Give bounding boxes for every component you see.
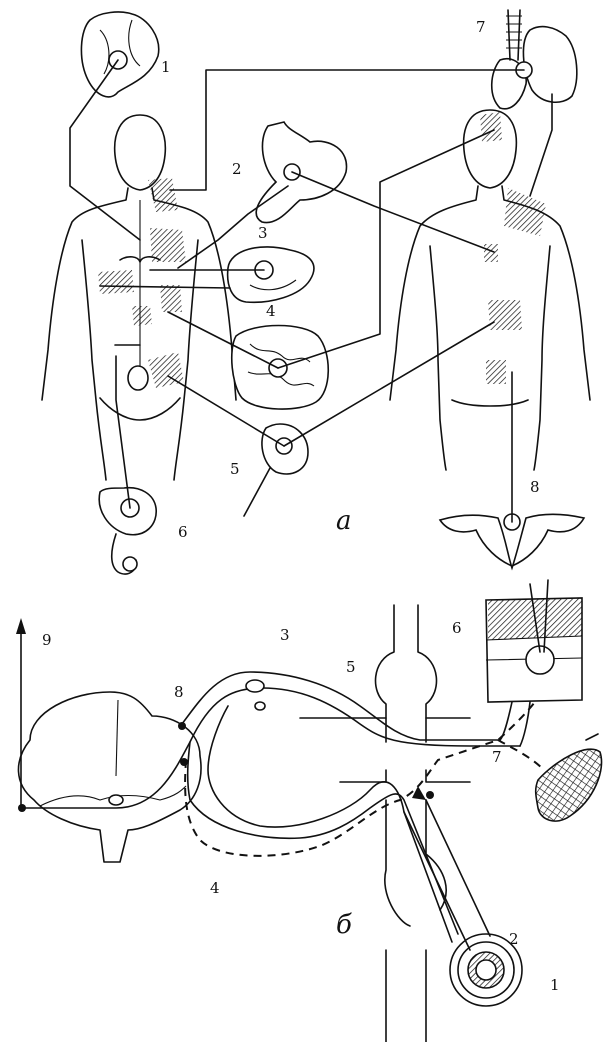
part-b-label: б — [336, 910, 352, 940]
part-a-figure: 1 2 3 4 5 6 7 8 а — [42, 10, 590, 574]
zone-lumbar — [488, 300, 522, 330]
zone-liver — [98, 270, 134, 294]
ganglia — [18, 680, 434, 812]
label-a-3: 3 — [258, 224, 268, 242]
label-b-3: 3 — [280, 626, 290, 644]
part-a-label: а — [336, 506, 352, 536]
label-a-5: 5 — [230, 460, 240, 478]
arrow-up-icon — [16, 618, 26, 634]
zone-neck-left — [148, 178, 178, 212]
zone-shoulder-back — [504, 188, 546, 236]
label-b-5: 5 — [346, 658, 356, 676]
zone-head-back — [480, 112, 502, 142]
label-b-9: 9 — [42, 631, 52, 649]
organ-liver — [228, 247, 314, 302]
part-b-figure: 1 2 3 4 5 6 7 8 9 б — [16, 580, 602, 1042]
organ-lungs — [492, 10, 577, 109]
label-b-1: 1 — [550, 976, 560, 994]
label-a-1: 1 — [161, 58, 171, 76]
zone-heart — [150, 228, 186, 262]
label-a-7: 7 — [476, 18, 486, 36]
label-a-8: 8 — [530, 478, 540, 496]
label-a-2: 2 — [232, 160, 242, 178]
label-a-6: 6 — [178, 523, 188, 541]
part-a-connections — [70, 60, 552, 522]
spinal-cord-section — [18, 692, 201, 862]
muscle-block — [536, 734, 602, 821]
zone-spine-mid — [484, 244, 498, 262]
label-b-6: 6 — [452, 619, 462, 637]
label-b-2: 2 — [509, 930, 519, 948]
arrow-small-icon — [412, 786, 426, 800]
front-body — [42, 115, 236, 480]
label-b-8: 8 — [174, 683, 184, 701]
nerve-paths — [22, 672, 548, 942]
receptor-vessel — [404, 800, 522, 1006]
zone-intestine — [132, 306, 152, 326]
skin-block — [486, 580, 582, 746]
zone-sacral — [486, 360, 506, 384]
organ-heart — [81, 12, 158, 97]
label-a-4: 4 — [266, 302, 276, 320]
label-b-4: 4 — [210, 879, 220, 897]
zone-stomach — [160, 285, 182, 312]
organ-testis — [99, 488, 156, 574]
label-b-7: 7 — [492, 748, 502, 766]
organ-stomach — [256, 122, 346, 223]
vertical-trunk — [300, 605, 470, 1042]
